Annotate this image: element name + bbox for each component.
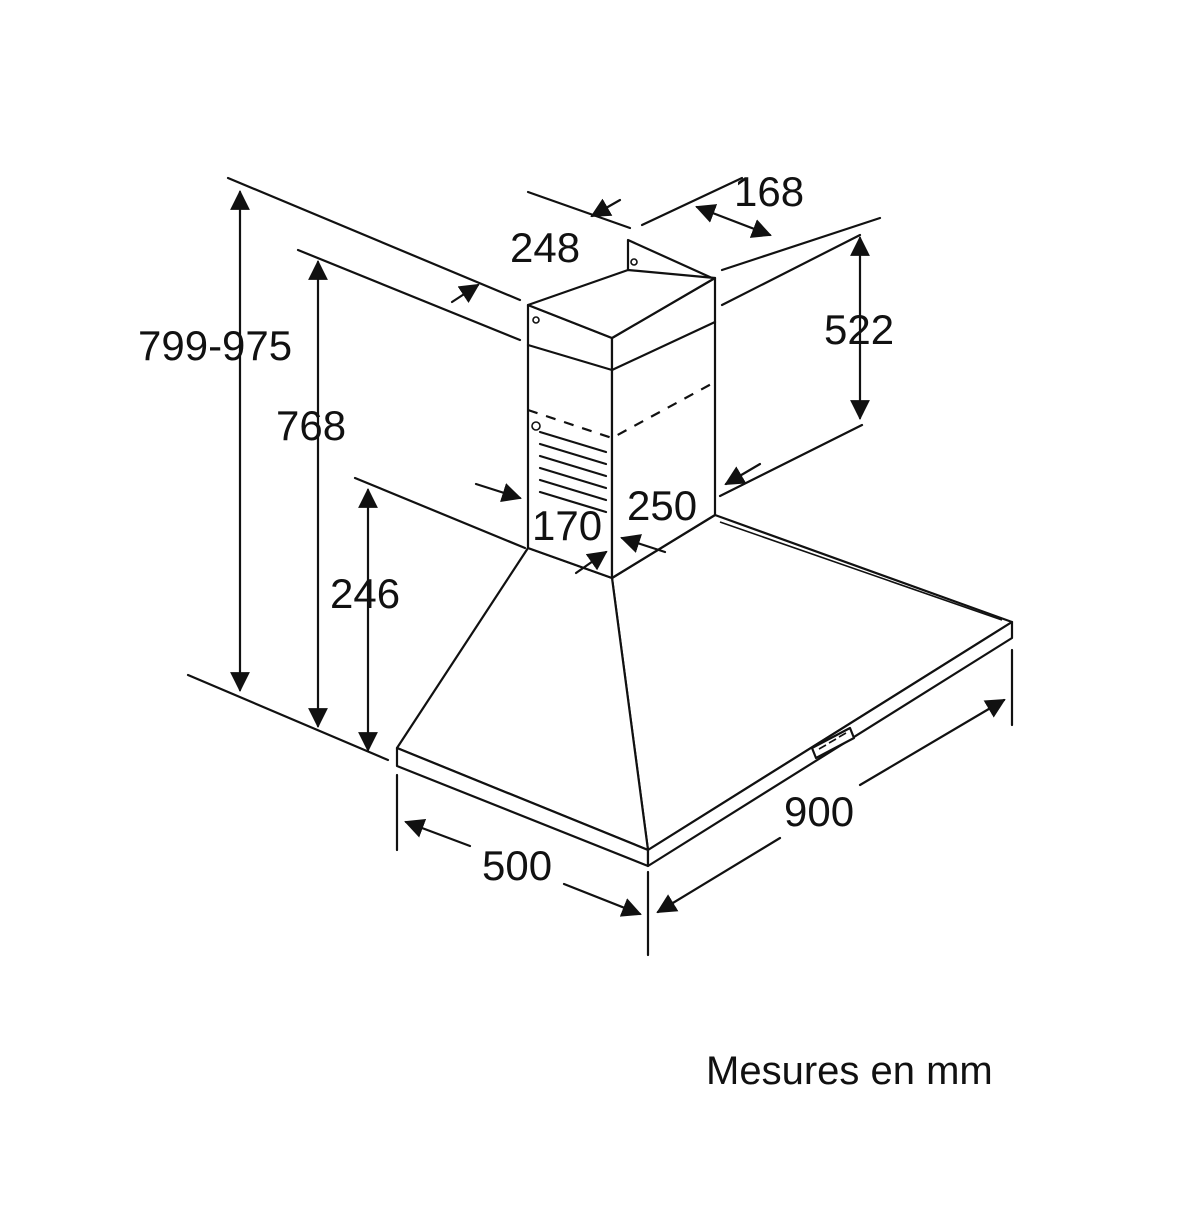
units-note: Mesures en mm	[706, 1049, 993, 1093]
label-height-246: 246	[330, 570, 400, 617]
chimney-lower-top	[526, 268, 717, 340]
label-chimney-248: 248	[510, 224, 580, 271]
label-depth-500: 500	[482, 842, 552, 889]
dimension-labels: 799-975 768 246 522 248 168 170 250 500 …	[138, 168, 894, 889]
dimension-arrows	[230, 190, 1006, 917]
label-duct-250: 250	[627, 482, 697, 529]
screw-icon	[531, 421, 541, 431]
label-width-900: 900	[784, 788, 854, 835]
screw-icon	[630, 258, 638, 266]
dim-arrow-500	[404, 818, 472, 848]
dim-arrow-250b	[620, 534, 667, 554]
dim-arrow-168	[695, 204, 772, 238]
dim-arrow-500b	[562, 882, 642, 917]
hood-canopy	[395, 513, 1014, 868]
dim-arrow-248	[450, 283, 480, 304]
dim-arrow-250a	[724, 462, 762, 486]
dim-arrow-900b	[858, 698, 1006, 787]
label-chimney-168: 168	[734, 168, 804, 215]
screw-icon	[532, 316, 540, 324]
dim-arrow-170a	[474, 482, 522, 503]
chimney-seam	[526, 320, 717, 372]
canopy-side-highlight	[719, 521, 1003, 621]
label-total-height: 799-975	[138, 322, 292, 369]
chimney	[526, 238, 717, 580]
label-height-768: 768	[276, 402, 346, 449]
dim-arrow-170b	[574, 550, 608, 575]
vent-grille-icon	[538, 430, 608, 514]
extension-lines	[186, 176, 1014, 957]
dim-arrow-900	[656, 836, 782, 914]
control-panel	[810, 726, 856, 760]
label-chimney-height: 522	[824, 306, 894, 353]
label-duct-170: 170	[532, 502, 602, 549]
dim-arrow-248b	[590, 198, 622, 218]
